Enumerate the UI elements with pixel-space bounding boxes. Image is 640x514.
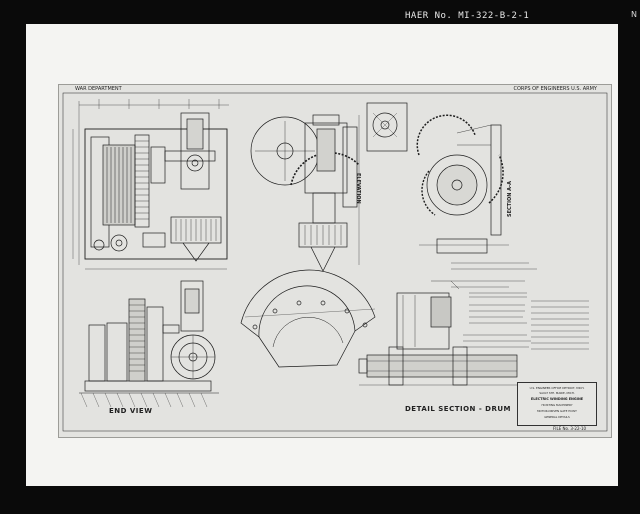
- elevation-label: ELEVATION: [355, 173, 361, 204]
- detail-box: [366, 102, 408, 152]
- title-block-line: GENERAL DETAILS: [544, 415, 570, 419]
- notes-lines: [451, 262, 589, 350]
- drawing-linework: [62, 92, 608, 432]
- section-aa-label: SECTION A-A: [507, 181, 513, 217]
- section-aa: [416, 114, 509, 254]
- engineering-drawing: WAR DEPARTMENT CORPS OF ENGINEERS U.S. A…: [58, 84, 612, 438]
- title-block-line: SAULT STE. MARIE, MICH.: [539, 391, 575, 395]
- title-block-line: HOISTING MACHINERY: [541, 403, 573, 407]
- haer-number: HAER No. MI-322-B-2-1: [405, 11, 530, 21]
- drawing-header-left: WAR DEPARTMENT: [75, 86, 122, 92]
- end-view-label: END VIEW: [109, 407, 153, 415]
- plan-view: [72, 99, 229, 270]
- end-view: [79, 280, 219, 408]
- title-block-line: MOTOR-DRIVEN GATE HOIST: [537, 409, 577, 413]
- drawing-header-right: CORPS OF ENGINEERS U.S. ARMY: [513, 86, 598, 92]
- detail-section-drum: [358, 280, 529, 386]
- gear-segment: [240, 269, 376, 368]
- title-block-line: ELECTRIC WINDING ENGINE: [530, 397, 584, 401]
- side-elevation: [250, 114, 360, 272]
- title-block: U.S. ENGINEER OFFICE DETROIT, MICH. SAUL…: [517, 382, 597, 426]
- title-block-line: U.S. ENGINEER OFFICE DETROIT, MICH.: [529, 386, 585, 390]
- detail-section-label: DETAIL SECTION - DRUM: [405, 405, 512, 413]
- file-number: FILE No. 3-22-10: [553, 426, 587, 431]
- side-mark: N: [631, 10, 637, 19]
